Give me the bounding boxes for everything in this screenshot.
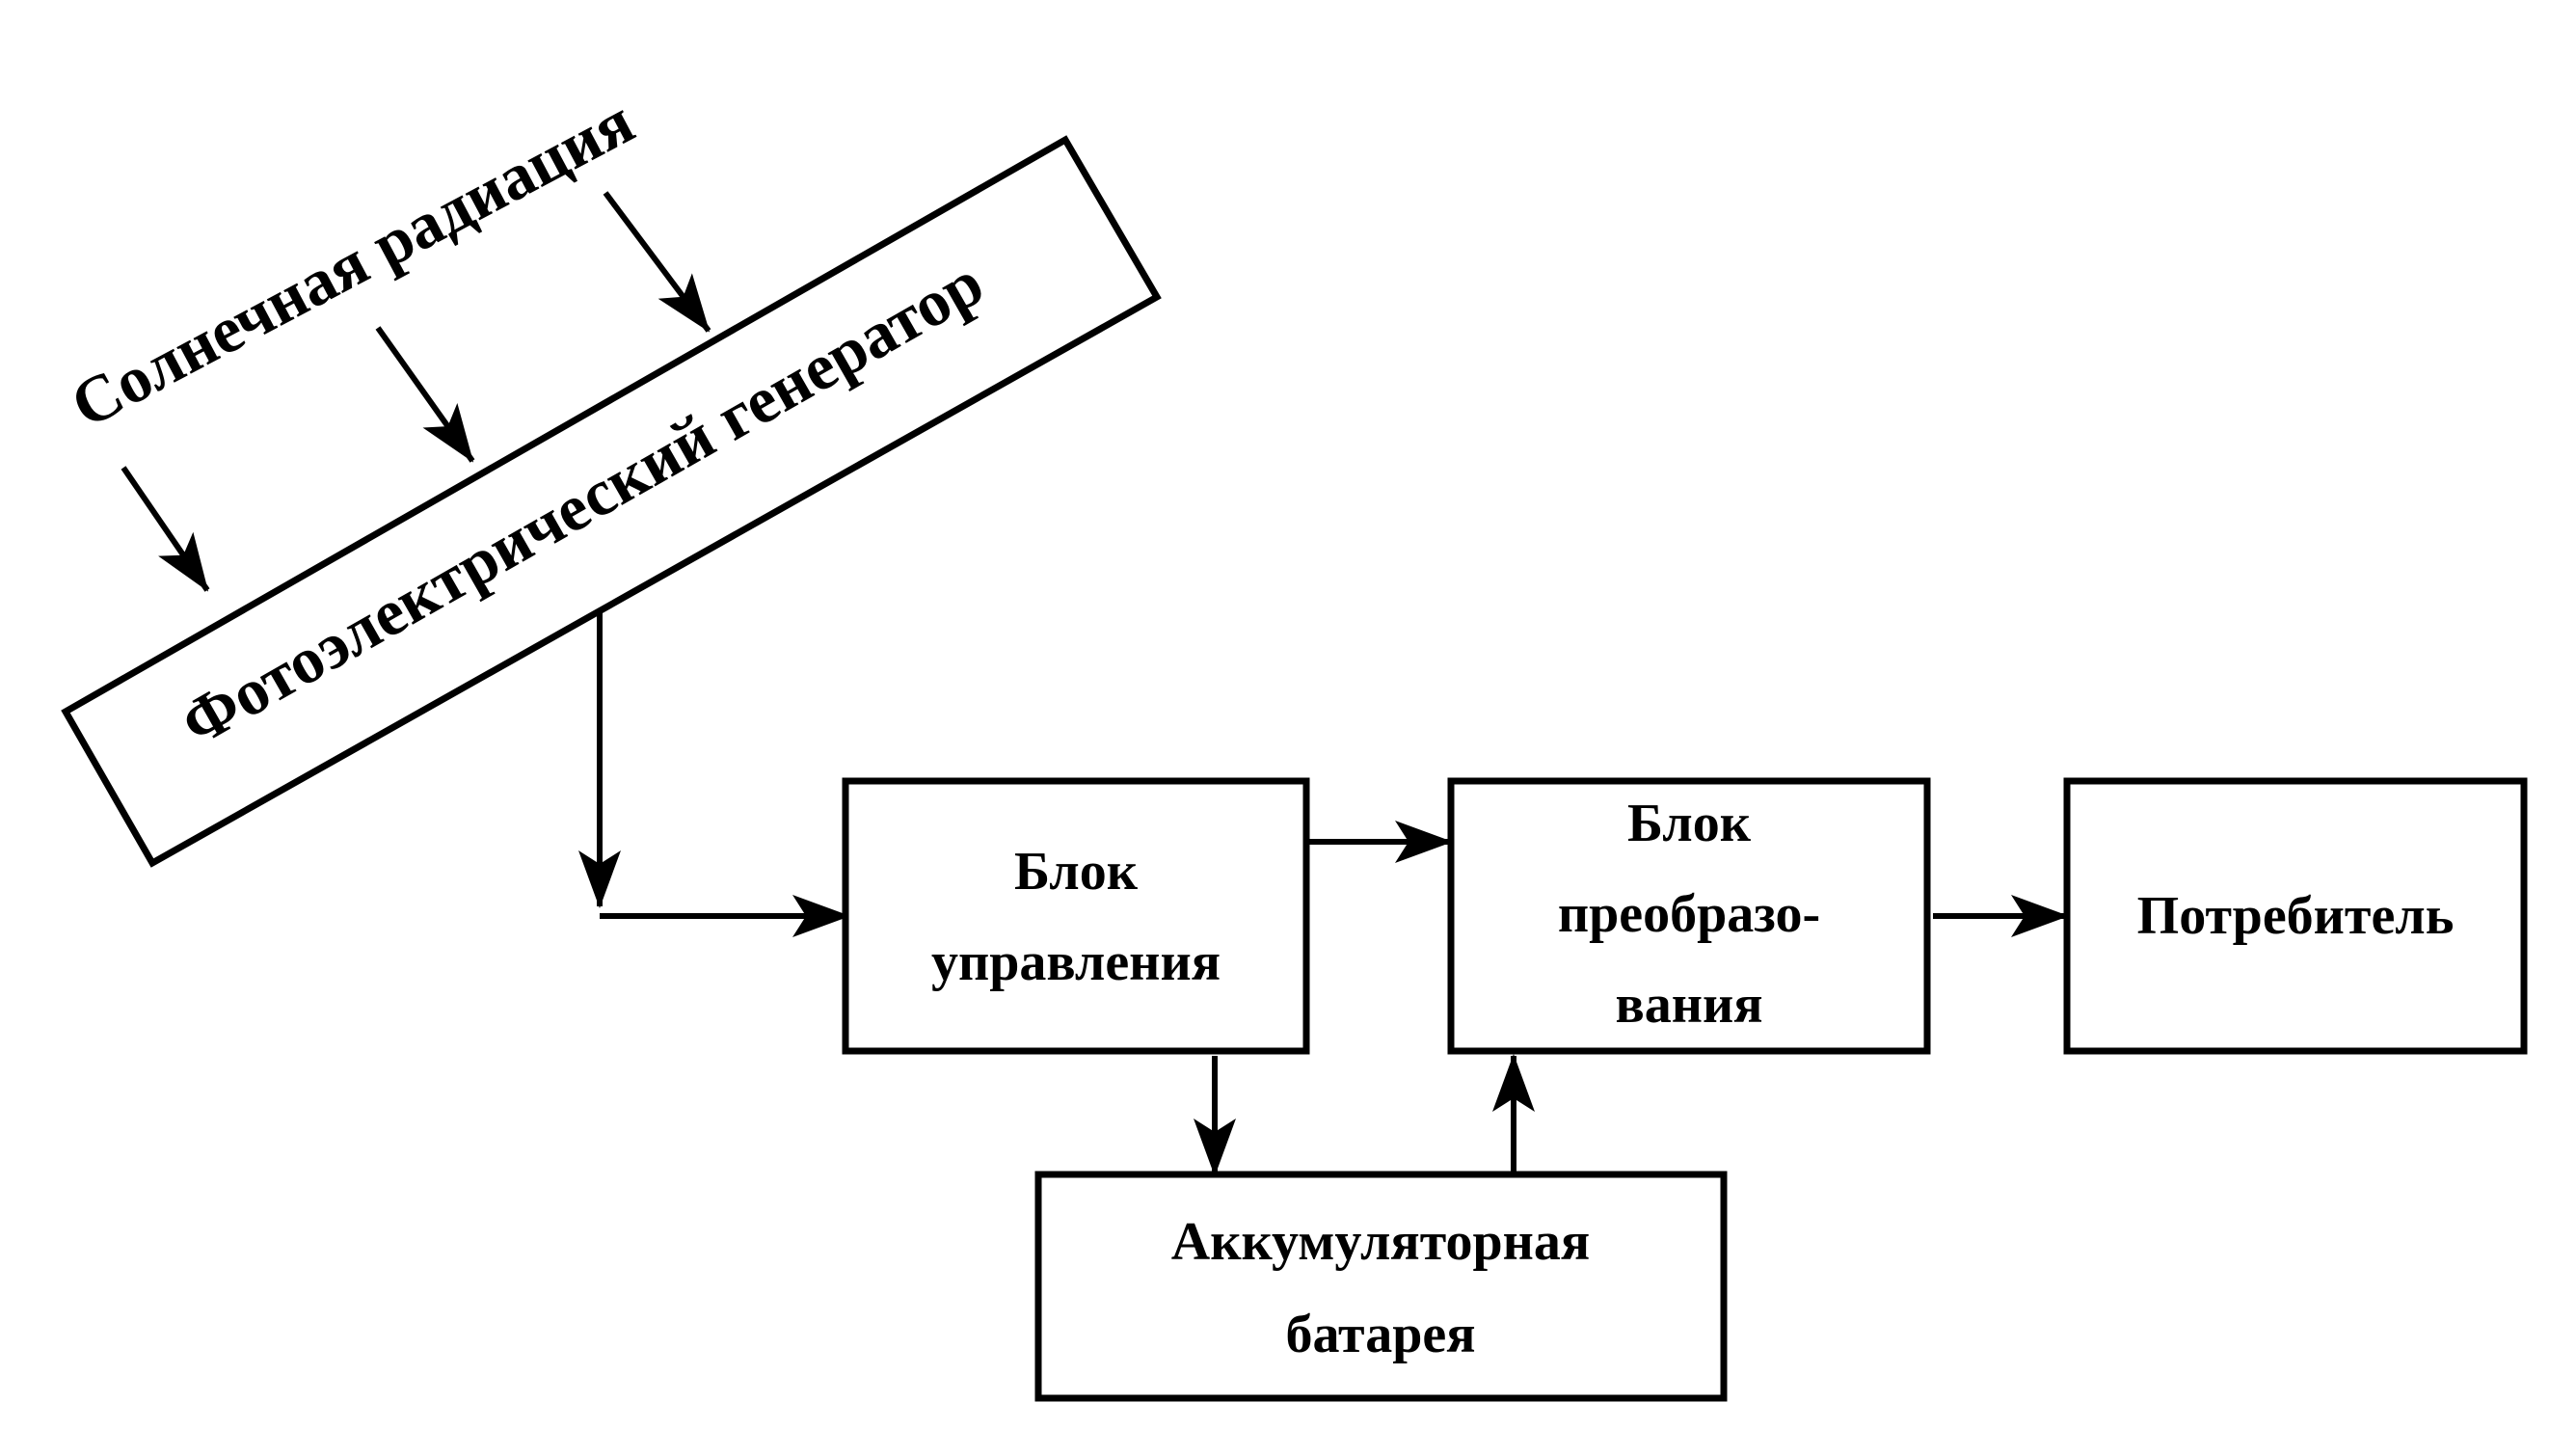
radiation-arrow-2 bbox=[375, 326, 475, 463]
conversion-unit-label-line3: вания bbox=[1615, 975, 1762, 1035]
radiation-arrow-1 bbox=[121, 466, 210, 592]
control-unit-label-line2: управления bbox=[931, 932, 1221, 992]
svg-text:Солнечная радиация: Солнечная радиация bbox=[59, 84, 645, 442]
battery-box: Аккумуляторная батарея bbox=[1034, 1171, 1728, 1402]
generator-to-control-connector bbox=[578, 613, 850, 937]
control-unit-box: Блок управления bbox=[842, 777, 1310, 1055]
conversion-unit-label-line1: Блок bbox=[1627, 794, 1752, 853]
battery-label-line1: Аккумуляторная bbox=[1171, 1212, 1590, 1272]
conversion-unit-label-line2: преобразо- bbox=[1558, 884, 1820, 944]
conversion-unit-box: Блок преобразо- вания bbox=[1447, 777, 1931, 1055]
radiation-arrow-3 bbox=[603, 191, 711, 333]
consumer-label: Потребитель bbox=[2137, 886, 2455, 946]
solar-radiation-label: Солнечная радиация bbox=[59, 84, 645, 442]
pv-generator-box: Фотоэлектрический генератор bbox=[61, 135, 1162, 868]
consumer-box: Потребитель bbox=[2063, 777, 2528, 1055]
radiation-arrows bbox=[121, 191, 711, 592]
battery-label-line2: батарея bbox=[1285, 1305, 1475, 1364]
control-unit-label-line1: Блок bbox=[1014, 842, 1139, 902]
